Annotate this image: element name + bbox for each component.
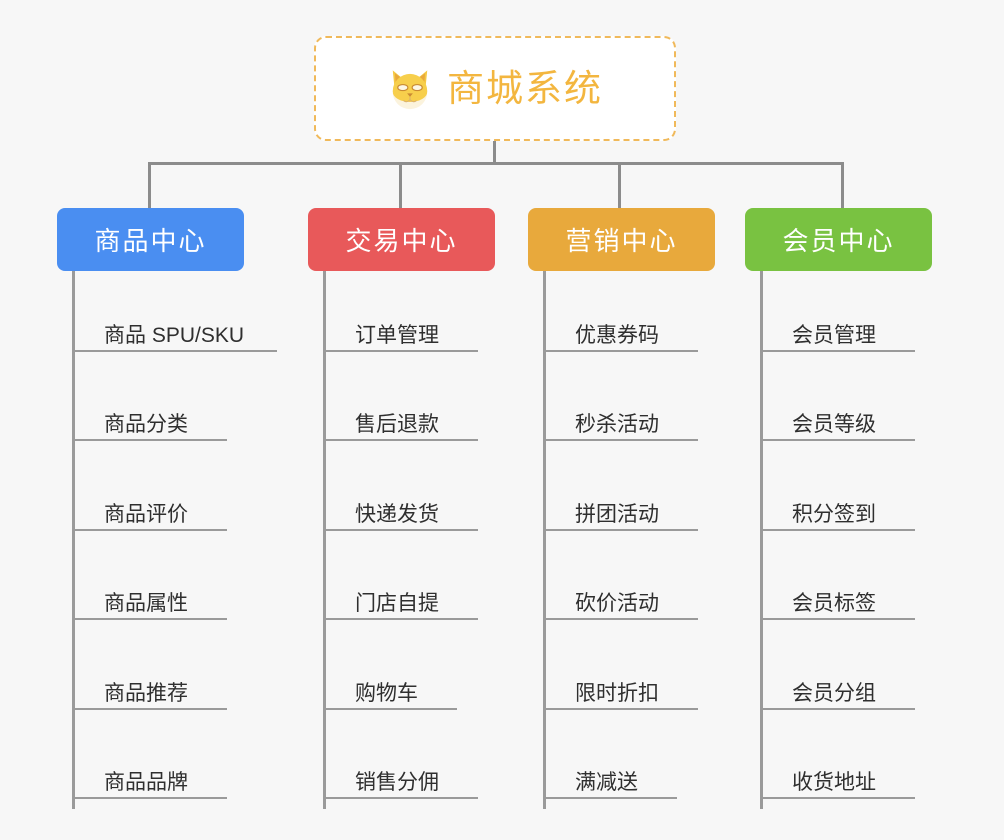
leaf-item-underline [323,529,478,531]
leaf-item-label: 商品分类 [104,413,188,436]
leaf-item-label: 商品评价 [104,503,188,526]
leaf-item-label: 积分签到 [792,503,876,526]
leaf-item-underline [543,529,698,531]
leaf-item-underline [543,708,698,710]
leaf-item-label: 限时折扣 [575,682,659,705]
leaf-item-label: 会员等级 [792,413,876,436]
leaf-item-underline [543,618,698,620]
leaf-item-underline [323,439,478,441]
branch-label: 营销中心 [565,226,678,256]
branch-node-marketing-center[interactable]: 营销中心 [528,208,715,271]
root-node-label: 商城系统 [447,68,603,109]
leaf-item-label: 商品 SPU/SKU [104,324,245,347]
connector-root-stem [493,141,496,165]
leaf-item-underline [72,708,227,710]
leaf-item-underline [72,618,227,620]
leaf-spine-product-center [72,271,75,809]
leaf-item-label: 砍价活动 [575,592,659,615]
leaf-spine-marketing-center [543,271,546,809]
leaf-item-underline [760,618,915,620]
leaf-item-label: 快递发货 [355,503,439,526]
leaf-item-label: 会员标签 [792,592,876,615]
leaf-item-label: 优惠券码 [575,324,659,347]
leaf-item-underline [72,439,227,441]
leaf-item-label: 收货地址 [792,771,876,794]
leaf-item-label: 商品属性 [104,592,188,615]
connector-drop-3 [618,162,621,208]
leaf-item-underline [323,618,478,620]
leaf-item-underline [543,350,698,352]
leaf-item-label: 门店自提 [355,592,439,615]
leaf-item-label: 拼团活动 [575,503,659,526]
leaf-item-label: 销售分佣 [355,771,439,794]
connector-drop-1 [148,162,151,208]
branch-node-trade-center[interactable]: 交易中心 [308,208,495,271]
leaf-item-label: 会员分组 [792,682,876,705]
leaf-item-label: 商品品牌 [104,771,188,794]
connector-drop-2 [399,162,402,208]
connector-drop-4 [841,162,844,208]
branch-node-product-center[interactable]: 商品中心 [57,208,244,271]
leaf-item-label: 购物车 [355,682,418,705]
branch-label: 会员中心 [782,226,895,256]
leaf-item-label: 订单管理 [355,324,439,347]
leaf-item-underline [760,797,915,799]
leaf-item-underline [543,439,698,441]
leaf-item-underline [72,529,227,531]
leaf-item-underline [760,708,915,710]
leaf-spine-member-center [760,271,763,809]
branch-node-member-center[interactable]: 会员中心 [745,208,932,271]
connector-horizontal-bus [148,162,844,165]
root-node-shopping-mall-system[interactable]: 商城系统 [314,36,676,141]
branch-label: 交易中心 [345,226,458,256]
leaf-item-underline [323,797,478,799]
leaf-item-underline [760,529,915,531]
leaf-item-underline [323,708,457,710]
leaf-item-underline [323,350,478,352]
shiba-inu-icon [392,69,428,109]
leaf-item-underline [72,350,277,352]
leaf-item-label: 商品推荐 [104,682,188,705]
leaf-item-label: 秒杀活动 [575,413,659,436]
leaf-item-underline [72,797,227,799]
leaf-item-underline [760,350,915,352]
branch-label: 商品中心 [94,226,207,256]
leaf-item-label: 会员管理 [792,324,876,347]
leaf-item-underline [543,797,677,799]
leaf-spine-trade-center [323,271,326,809]
leaf-item-underline [760,439,915,441]
leaf-item-label: 满减送 [575,771,638,794]
leaf-item-label: 售后退款 [355,413,439,436]
